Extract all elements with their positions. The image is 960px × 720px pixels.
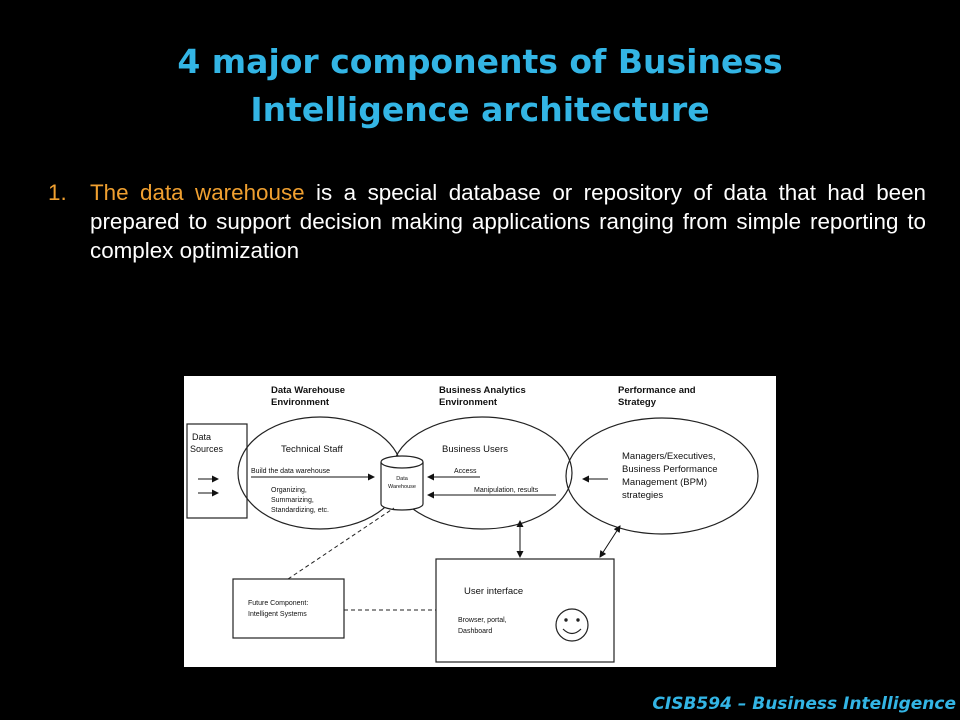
managers-line-4: strategies xyxy=(622,490,663,501)
future-component-line-1: Future Component: xyxy=(248,600,308,607)
task-standardizing: Standardizing, etc. xyxy=(271,507,329,514)
user-interface-title: User interface xyxy=(464,586,523,597)
build-warehouse-label: Build the data warehouse xyxy=(251,468,330,475)
data-sources-line-2: Sources xyxy=(190,444,224,454)
performance-strategy-ellipse xyxy=(565,417,759,535)
task-summarizing: Summarizing, xyxy=(271,497,314,504)
ps-ui-arrow xyxy=(599,525,621,558)
diagram-canvas: Data Warehouse Environment Business Anal… xyxy=(186,385,759,663)
ps-header-line-2: Strategy xyxy=(618,397,657,408)
warehouse-label-line-2: Warehouse xyxy=(388,484,416,490)
slide-title-line-2: Intelligence architecture xyxy=(250,90,710,129)
footer-course-label: CISB594 – Business Intelligence xyxy=(652,694,956,714)
warehouse-label-line-1: Data xyxy=(396,476,409,482)
smiley-face-icon xyxy=(555,608,589,642)
ba-header-line-2: Environment xyxy=(439,397,498,408)
description-text: is a special database or repository of d… xyxy=(90,180,927,263)
access-label: Access xyxy=(454,468,477,475)
user-interface-line-2: Dashboard xyxy=(458,628,492,635)
data-warehouse-cylinder xyxy=(380,455,424,511)
managers-line-2: Business Performance xyxy=(622,464,718,475)
data-sources-line-1: Data xyxy=(192,432,211,442)
ba-header-line-1: Business Analytics xyxy=(439,385,526,396)
dw-header-line-1: Data Warehouse xyxy=(271,385,345,396)
slide-title-line-1: 4 major components of Business xyxy=(177,42,783,81)
slide-title: 4 major components of Business Intellige… xyxy=(0,38,960,134)
future-component-line-2: Intelligent Systems xyxy=(248,611,307,618)
list-number: 1. xyxy=(48,180,67,205)
task-organizing: Organizing, xyxy=(271,487,307,494)
ps-header-line-1: Performance and xyxy=(618,385,696,396)
list-item: 1. The data warehouse is a special datab… xyxy=(48,178,926,265)
future-component-box xyxy=(232,578,345,639)
future-dw-dashed-link xyxy=(287,507,395,580)
user-interface-line-1: Browser, portal, xyxy=(458,617,507,624)
bi-architecture-diagram: Data Warehouse Environment Business Anal… xyxy=(184,376,776,667)
dw-header-line-2: Environment xyxy=(271,397,330,408)
technical-staff-title: Technical Staff xyxy=(281,444,343,455)
managers-line-1: Managers/Executives, xyxy=(622,451,715,462)
manipulation-label: Manipulation, results xyxy=(474,487,539,494)
highlight-term: The data warehouse xyxy=(90,180,305,205)
list-item-text: The data warehouse is a special database… xyxy=(90,178,926,265)
business-users-title: Business Users xyxy=(442,444,508,455)
managers-line-3: Management (BPM) xyxy=(622,477,707,488)
data-sources-box xyxy=(186,423,248,519)
user-interface-box xyxy=(435,558,615,663)
